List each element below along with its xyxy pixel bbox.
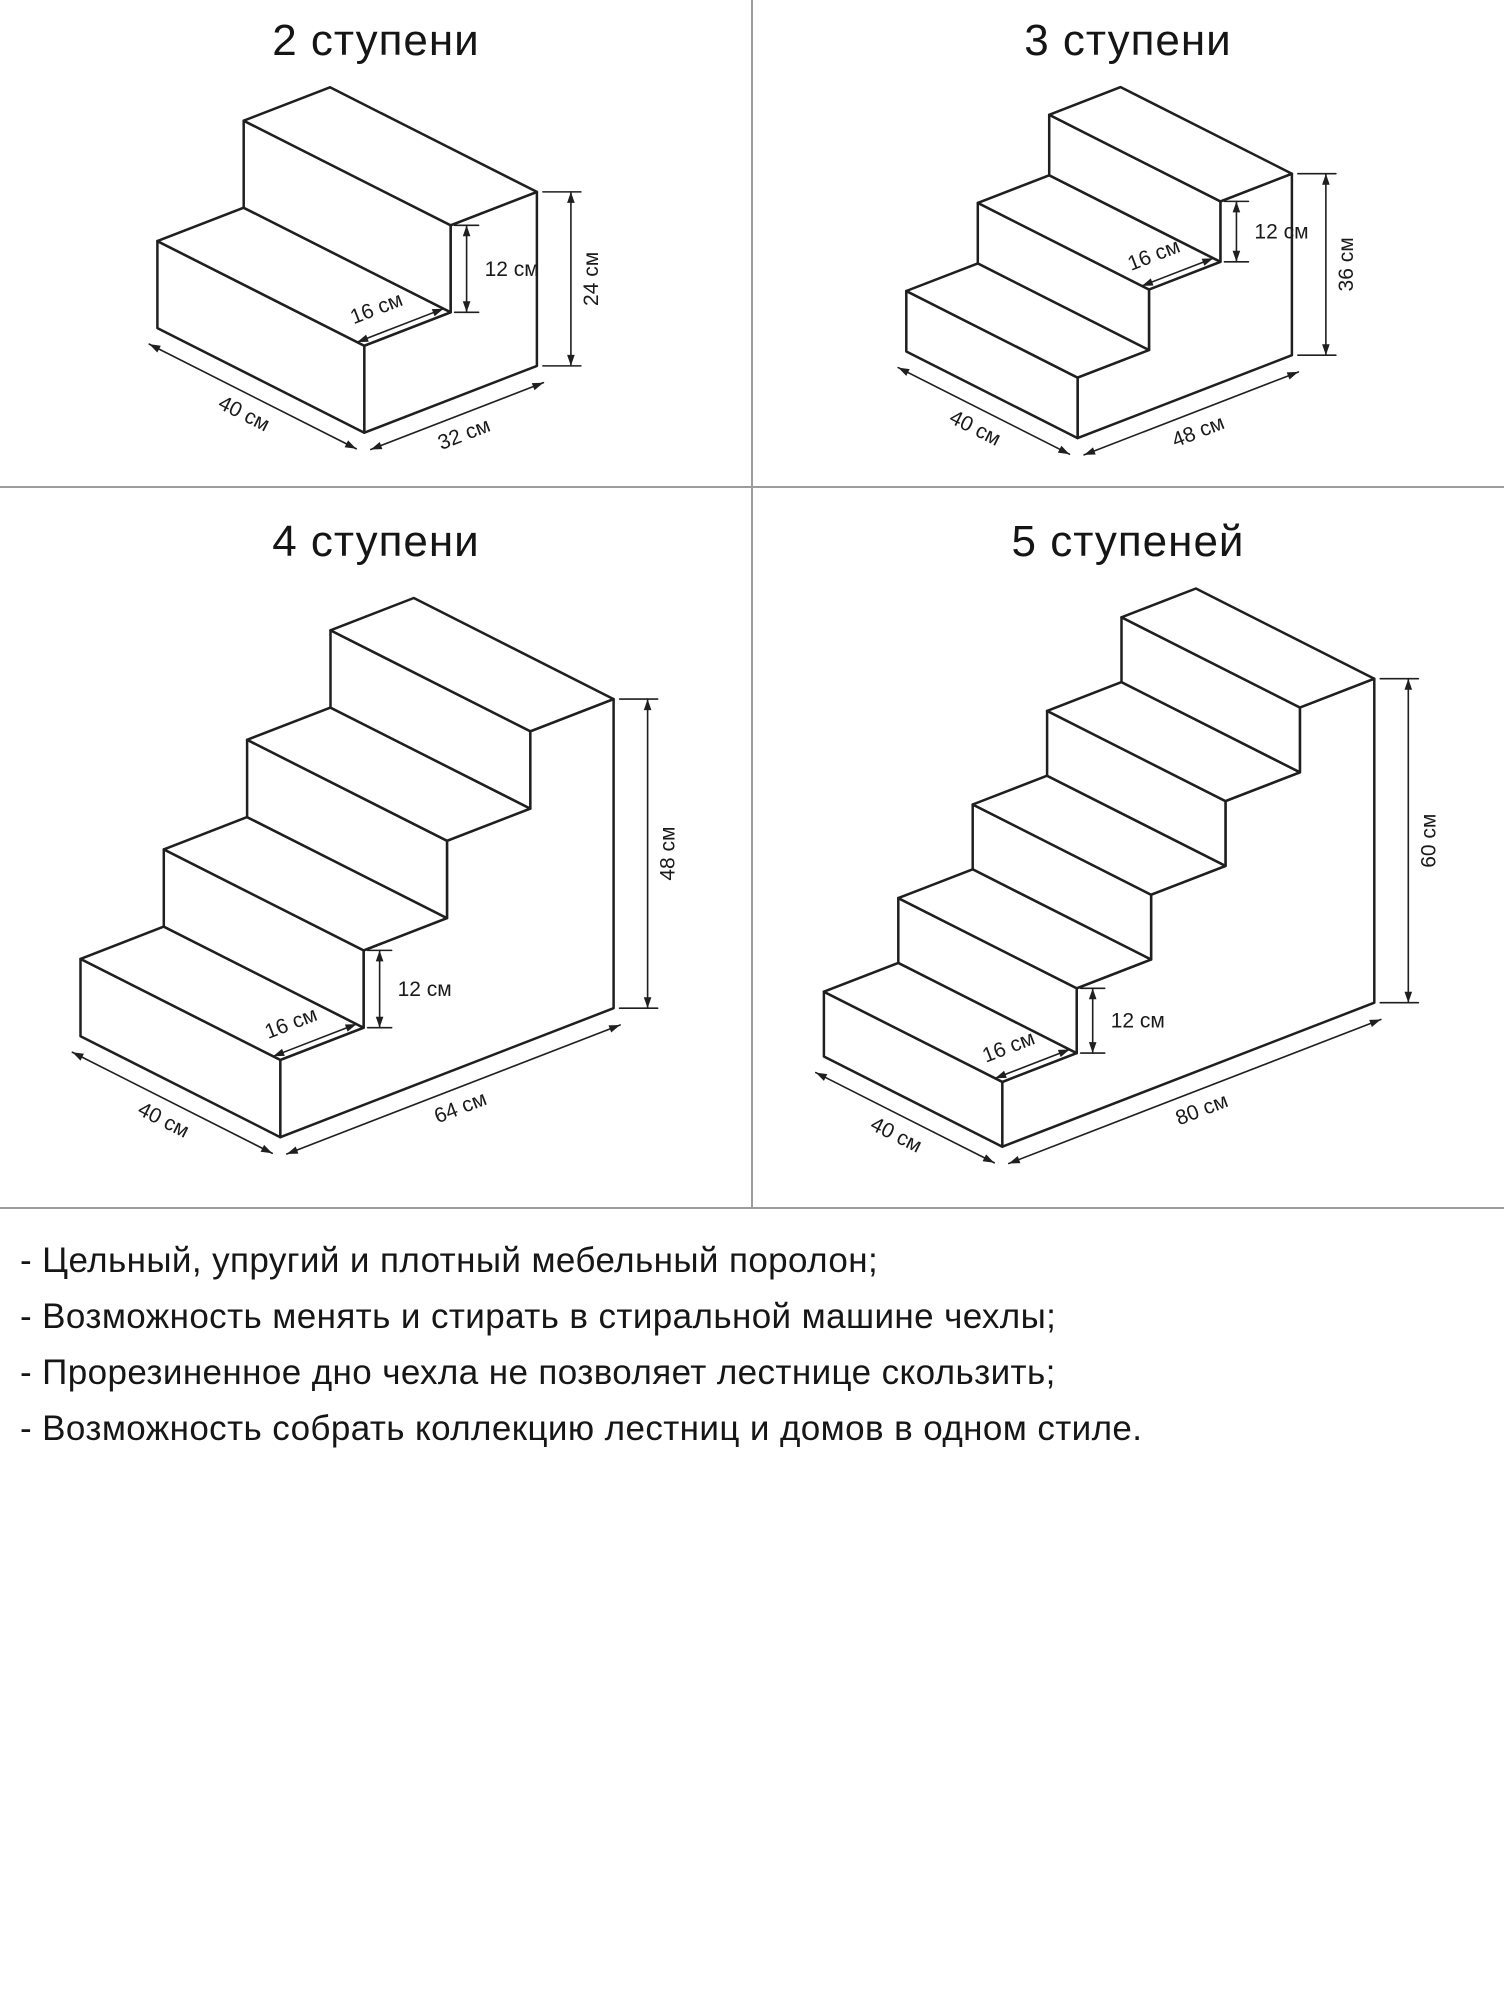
dimension-line [897, 366, 1071, 455]
divider-vertical [751, 0, 753, 1208]
dimension-arrow [643, 997, 652, 1009]
dimension-line [272, 1023, 358, 1058]
stair-face [242, 86, 539, 227]
divider-horizontal-bottom [0, 1207, 1504, 1209]
stair-face [1047, 85, 1294, 203]
dimension-line [1007, 1018, 1382, 1165]
dimension-arrow [375, 950, 384, 962]
dim-label-width: 40 см [134, 1098, 193, 1143]
panel-title-4-steps: 4 ступени [272, 517, 480, 566]
dim-label-step-height: 12 см [485, 258, 539, 281]
dim-label-width: 40 см [946, 406, 1005, 451]
dimension-arrow [1232, 201, 1241, 213]
feature-item-collection: - Возможность собрать коллекцию лестниц … [20, 1409, 1143, 1448]
dimension-arrow [149, 344, 161, 353]
dimension-arrow [1232, 250, 1241, 262]
feature-list: - Цельный, упругий и плотный мебельный п… [0, 1209, 1504, 1457]
dimension-line [356, 307, 445, 343]
dim-label-total-height: 60 см [1417, 814, 1440, 868]
dim-label-total-depth: 32 см [435, 414, 494, 455]
dimension-arrow [898, 367, 910, 376]
dimension-arrow [431, 308, 444, 317]
dimension-arrow [815, 1072, 828, 1081]
dimension-line [285, 1024, 621, 1155]
panel-title-3-steps: 3 ступени [1024, 16, 1232, 65]
dimension-line [1083, 371, 1300, 456]
dimension-arrow [982, 1154, 995, 1163]
feature-item-washable-covers: - Возможность менять и стирать в стираль… [20, 1297, 1057, 1336]
dimension-arrow [995, 1070, 1007, 1079]
dimension-arrow [643, 699, 652, 711]
dim-label-total-depth: 64 см [431, 1087, 490, 1128]
dimension-arrow [1201, 258, 1214, 266]
panel-title-5-steps: 5 ступеней [1011, 517, 1245, 566]
dimension-arrow [72, 1052, 84, 1061]
dimension-arrow [1084, 447, 1096, 455]
dimension-arrow [260, 1144, 273, 1154]
dimension-arrow [1088, 988, 1097, 1000]
dimension-arrow [1404, 678, 1413, 690]
dimension-line [148, 343, 357, 450]
dim-label-total-height: 48 см [657, 827, 680, 881]
dimension-arrow [567, 191, 575, 203]
dimension-arrow [1057, 1049, 1070, 1057]
dimension-arrow [1141, 278, 1154, 286]
dimension-arrow [608, 1025, 621, 1033]
dim-label-width: 40 см [215, 391, 274, 436]
feature-item-foam: - Цельный, упругий и плотный мебельный п… [20, 1241, 879, 1280]
divider-horizontal-middle [0, 486, 1504, 488]
dim-label-step-height: 12 см [398, 978, 452, 1001]
dimension-arrow [1322, 173, 1330, 185]
dimension-line [369, 381, 545, 451]
dimension-arrow [1286, 371, 1299, 380]
dimension-line [1141, 257, 1215, 287]
dimension-arrow [375, 1016, 384, 1028]
dim-label-width: 40 см [867, 1113, 926, 1158]
dimension-arrow [567, 354, 575, 366]
dim-label-total-height: 24 см [580, 252, 603, 306]
dimension-line [814, 1071, 995, 1164]
dimension-arrow [462, 225, 471, 237]
dimension-line [994, 1048, 1071, 1080]
dimension-arrow [1322, 344, 1330, 356]
dim-label-step-height: 12 см [1254, 221, 1308, 244]
dimension-line [71, 1051, 273, 1155]
dim-label-total-height: 36 см [1335, 237, 1358, 291]
dimension-arrow [462, 301, 471, 313]
dimension-arrow [1404, 991, 1413, 1003]
dimension-arrow [344, 440, 357, 449]
stair-face [329, 596, 615, 733]
dim-label-step-height: 12 см [1111, 1010, 1165, 1033]
dimension-arrow [1057, 445, 1070, 455]
dim-label-total-depth: 48 см [1169, 411, 1228, 452]
feature-item-rubberized-bottom: - Прорезиненное дно чехла не позволяет л… [20, 1353, 1056, 1392]
dimension-arrow [1369, 1019, 1381, 1027]
dimension-arrow [370, 442, 383, 450]
dimension-arrow [1008, 1156, 1021, 1164]
dimension-arrow [286, 1146, 299, 1154]
dimension-arrow [273, 1048, 285, 1057]
dimension-arrow [344, 1024, 357, 1032]
stair-face [1120, 587, 1376, 709]
dimension-arrow [1088, 1042, 1097, 1054]
dimension-arrow [357, 334, 369, 343]
dimension-arrow [531, 382, 544, 391]
panel-title-2-steps: 2 ступени [272, 16, 480, 65]
dim-label-total-depth: 80 см [1172, 1089, 1231, 1130]
